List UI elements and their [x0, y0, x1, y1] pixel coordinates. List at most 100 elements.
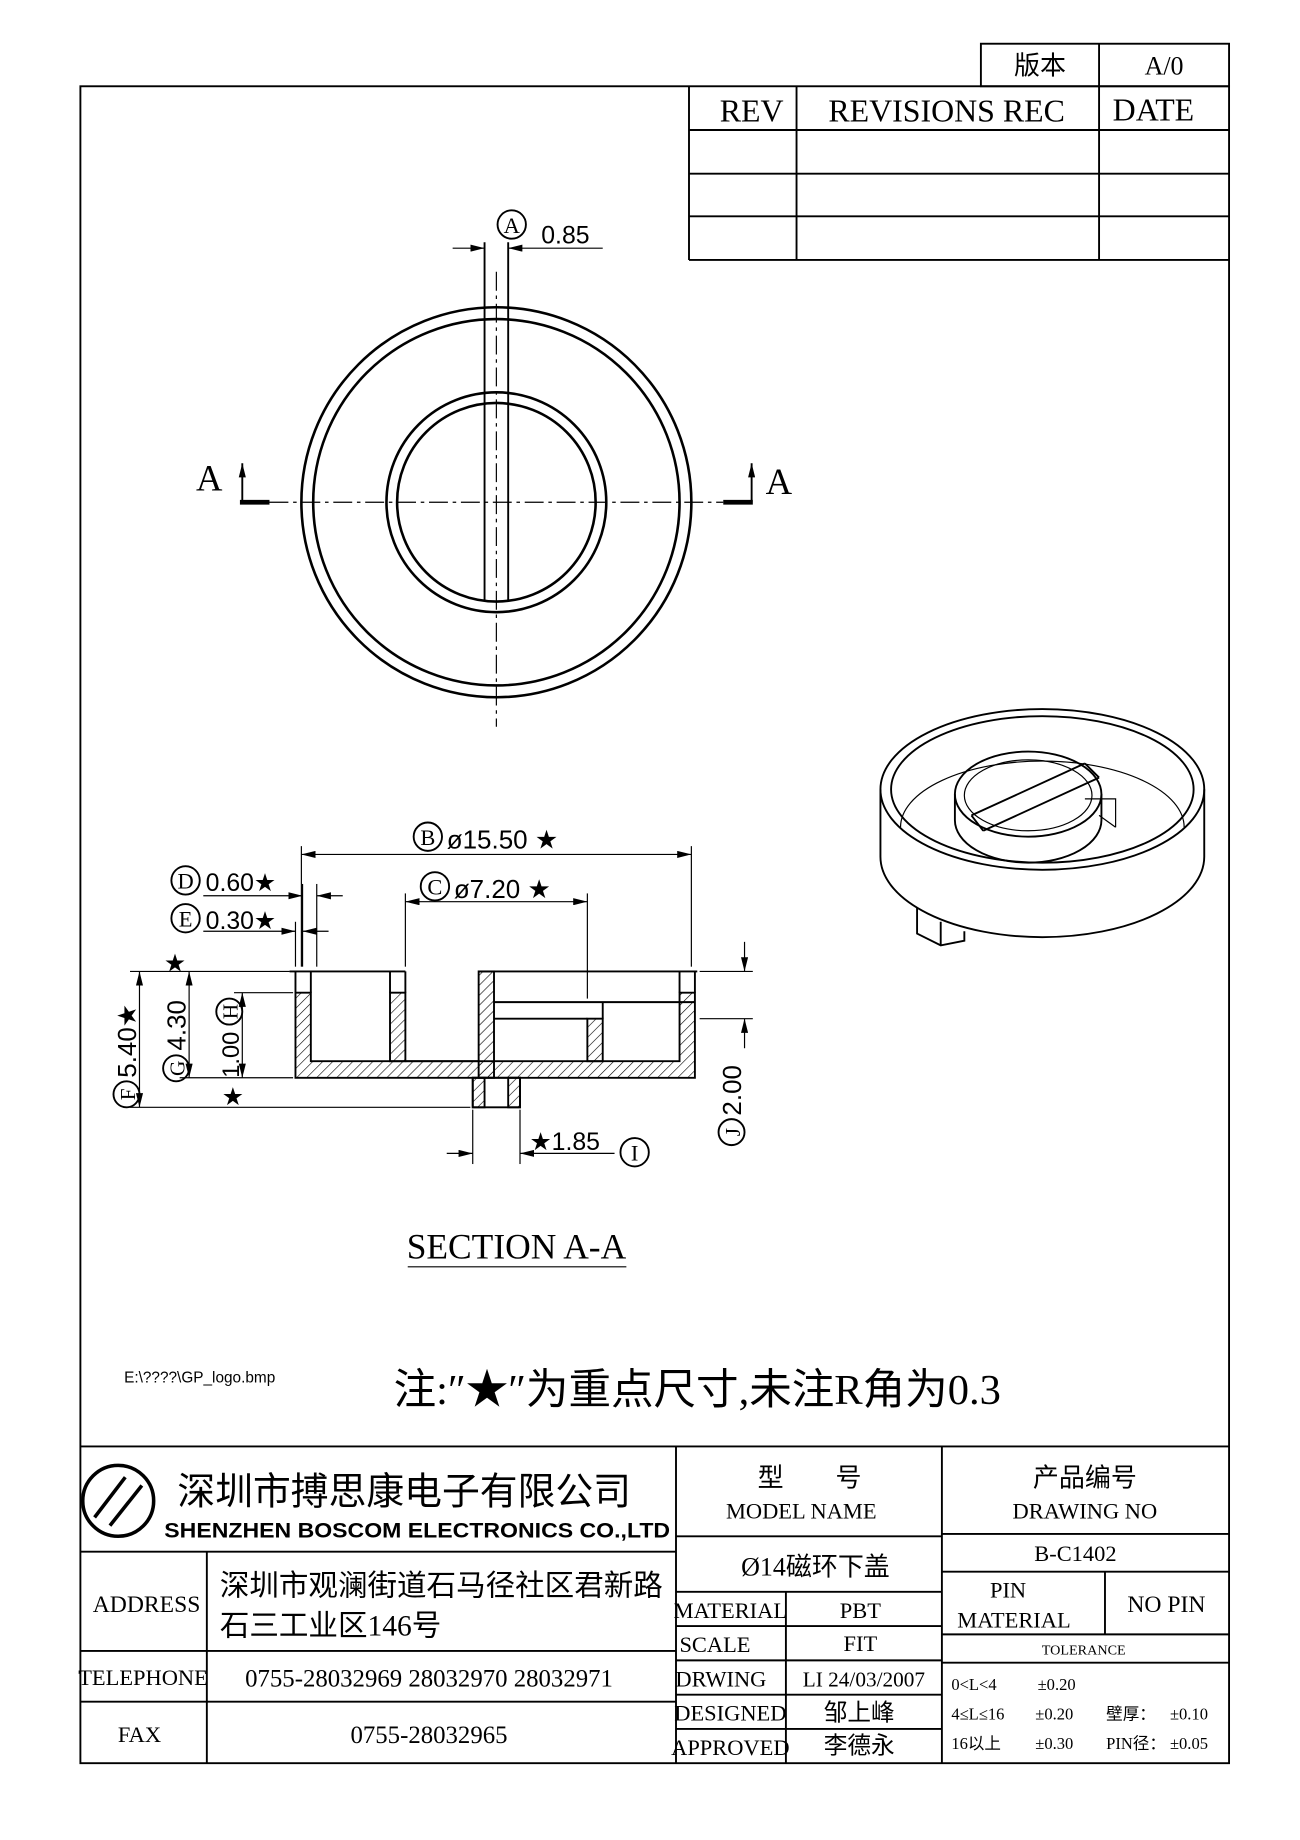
dimension-i-tag-circle: [619, 1137, 650, 1168]
tolerance-range: 16以上: [951, 1734, 1001, 1753]
dimension-b: B ø15.50 ★: [300, 821, 692, 967]
iso-slot-step: [1084, 798, 1117, 828]
fax-label: FAX: [118, 1722, 161, 1747]
company-logo-stroke: [93, 1476, 127, 1519]
row-label-scale: SCALE: [679, 1632, 750, 1657]
tolerance-extra-label: 壁厚：: [1106, 1704, 1156, 1723]
row-label-drawn: DRWING: [675, 1666, 766, 1691]
iso-boss-inner: [963, 759, 1093, 832]
dimension-b-tag-circle: [412, 821, 443, 852]
company-logo-stroke: [108, 1484, 144, 1527]
dimension-a-tag: A: [496, 209, 527, 240]
version-label: 版本: [1014, 51, 1066, 80]
drawing-no-label-en: DRAWING NO: [1013, 1499, 1158, 1524]
address-line-2: 石三工业区146号: [220, 1611, 441, 1643]
iso-body-side: [879, 789, 1206, 939]
section-pin-outline: [471, 1076, 521, 1109]
pin-material-label-2: MATERIAL: [957, 1607, 1070, 1632]
company-name-cn: 深圳市搏思康电子有限公司: [177, 1471, 631, 1513]
dimension-b-value: ø15.50 ★: [447, 825, 558, 855]
dimension-b-tag: B: [412, 821, 443, 852]
section-pin-wall-right: [507, 1076, 521, 1109]
section-rim-lip: [294, 971, 696, 993]
dimension-d-value: 0.60★: [206, 870, 277, 897]
dimension-h: 1.00 H: [215, 997, 245, 1078]
tolerance-extra-label: PIN径：: [1106, 1734, 1166, 1753]
dimension-f-tag-circle: [112, 1080, 141, 1109]
drawing-border: [79, 85, 1231, 1765]
dimension-j-tag-circle: [717, 1118, 746, 1147]
top-view: A A A 0.85: [196, 209, 793, 727]
row-label-material: MATERIAL: [674, 1598, 787, 1623]
company-logo-ring: [80, 1463, 156, 1539]
dimension-i-tag-letter: I: [631, 1140, 638, 1165]
section-boss-wall-left: [389, 991, 407, 1063]
dimension-d-tag-circle: [170, 865, 201, 896]
drawing-no-label-cn: 产品编号: [1033, 1464, 1137, 1493]
revision-table: REV REVISIONS REC DATE: [688, 86, 1230, 261]
row-value-scale: FIT: [844, 1631, 878, 1656]
dimension-g: G 4.30: [162, 1000, 192, 1083]
dimension-e-tag: E: [170, 903, 201, 934]
tolerance-general: ±0.20: [1035, 1704, 1073, 1723]
key-dimension-star-top: ★: [164, 950, 186, 977]
dimension-j-value: 2.00: [717, 1065, 747, 1116]
dimension-d: D 0.60★: [170, 865, 343, 900]
revision-col-rev: REV: [720, 94, 784, 129]
pin-material-label-1: PIN: [990, 1578, 1026, 1603]
section-view: B ø15.50 ★ C ø7.20 ★ D 0.60★: [112, 821, 753, 1268]
dimension-h-tag: H: [215, 997, 244, 1026]
dimension-i-tag: I: [619, 1137, 650, 1168]
isometric-view: [879, 708, 1206, 947]
iso-boss-top: [953, 750, 1103, 838]
dimension-f-value: 5.40★: [112, 1004, 142, 1078]
dimension-i-value: ★1.85: [529, 1129, 600, 1156]
tolerance-general: ±0.20: [1038, 1675, 1076, 1694]
dimension-h-value: 1.00: [219, 1032, 245, 1078]
dimension-d-tag-letter: D: [177, 869, 193, 894]
dimension-c-value: ø7.20 ★: [454, 874, 551, 904]
key-dimension-note: 注:″★″为重点尺寸,未注R角为0.3: [394, 1367, 1001, 1414]
tolerance-general: ±0.30: [1035, 1734, 1073, 1753]
dimension-i: ★1.85 I: [529, 1129, 650, 1168]
tolerance-extra-value: ±0.05: [1170, 1734, 1208, 1753]
dimension-f-tag-letter: F: [116, 1088, 140, 1100]
row-value-approved: 李德永: [824, 1733, 895, 1760]
dimension-a-value: 0.85: [541, 222, 589, 249]
dimension-d-tag: D: [170, 865, 201, 896]
section-pin-wall-left: [471, 1076, 486, 1109]
dimension-f: F 5.40★: [112, 1004, 142, 1109]
dimension-j: J 2.00: [717, 1065, 747, 1147]
company-logo: [80, 1463, 156, 1539]
section-boss-wall-right: [586, 1017, 604, 1063]
iso-rim-outer: [879, 708, 1206, 871]
row-value-drawn: LI 24/03/2007: [803, 1667, 926, 1691]
model-value: Ø14磁环下盖: [741, 1552, 890, 1581]
tolerance-extra-value: ±0.10: [1170, 1704, 1208, 1723]
dimension-b-tag-letter: B: [420, 825, 435, 850]
row-label-designed: DESIGNED: [674, 1701, 786, 1726]
dimension-c: C ø7.20 ★: [404, 871, 588, 999]
logo-file-path: E:\????\GP_logo.bmp: [124, 1370, 275, 1387]
dimension-c-tag: C: [419, 871, 451, 902]
dimension-h-tag-circle: [215, 997, 244, 1026]
dimension-h-tag-letter: H: [219, 1004, 243, 1019]
dimension-g-tag: G: [162, 1054, 191, 1083]
tolerance-range: 4≤L≤16: [951, 1704, 1004, 1723]
iso-boss-side: [953, 794, 1103, 864]
dimension-c-tag-circle: [419, 871, 451, 902]
dimension-j-tag: J: [717, 1118, 746, 1147]
row-label-approved: APPROVED: [671, 1735, 789, 1760]
dimension-a-tag-circle: [496, 209, 527, 240]
dimension-e-value: 0.30★: [206, 908, 277, 935]
dimension-e-tag-circle: [170, 903, 201, 934]
section-mark-left: A: [196, 457, 223, 498]
section-center-bar: [477, 970, 495, 1079]
dimension-g-value: 4.30: [162, 1000, 192, 1051]
dimension-f-tag: F: [112, 1080, 141, 1109]
version-box: 版本 A/0: [979, 42, 1231, 88]
address-line-1: 深圳市观澜街道石马径社区君新路: [220, 1569, 663, 1602]
model-label-cn: 型 号: [758, 1464, 862, 1493]
dimension-e: E 0.30★: [170, 903, 329, 935]
